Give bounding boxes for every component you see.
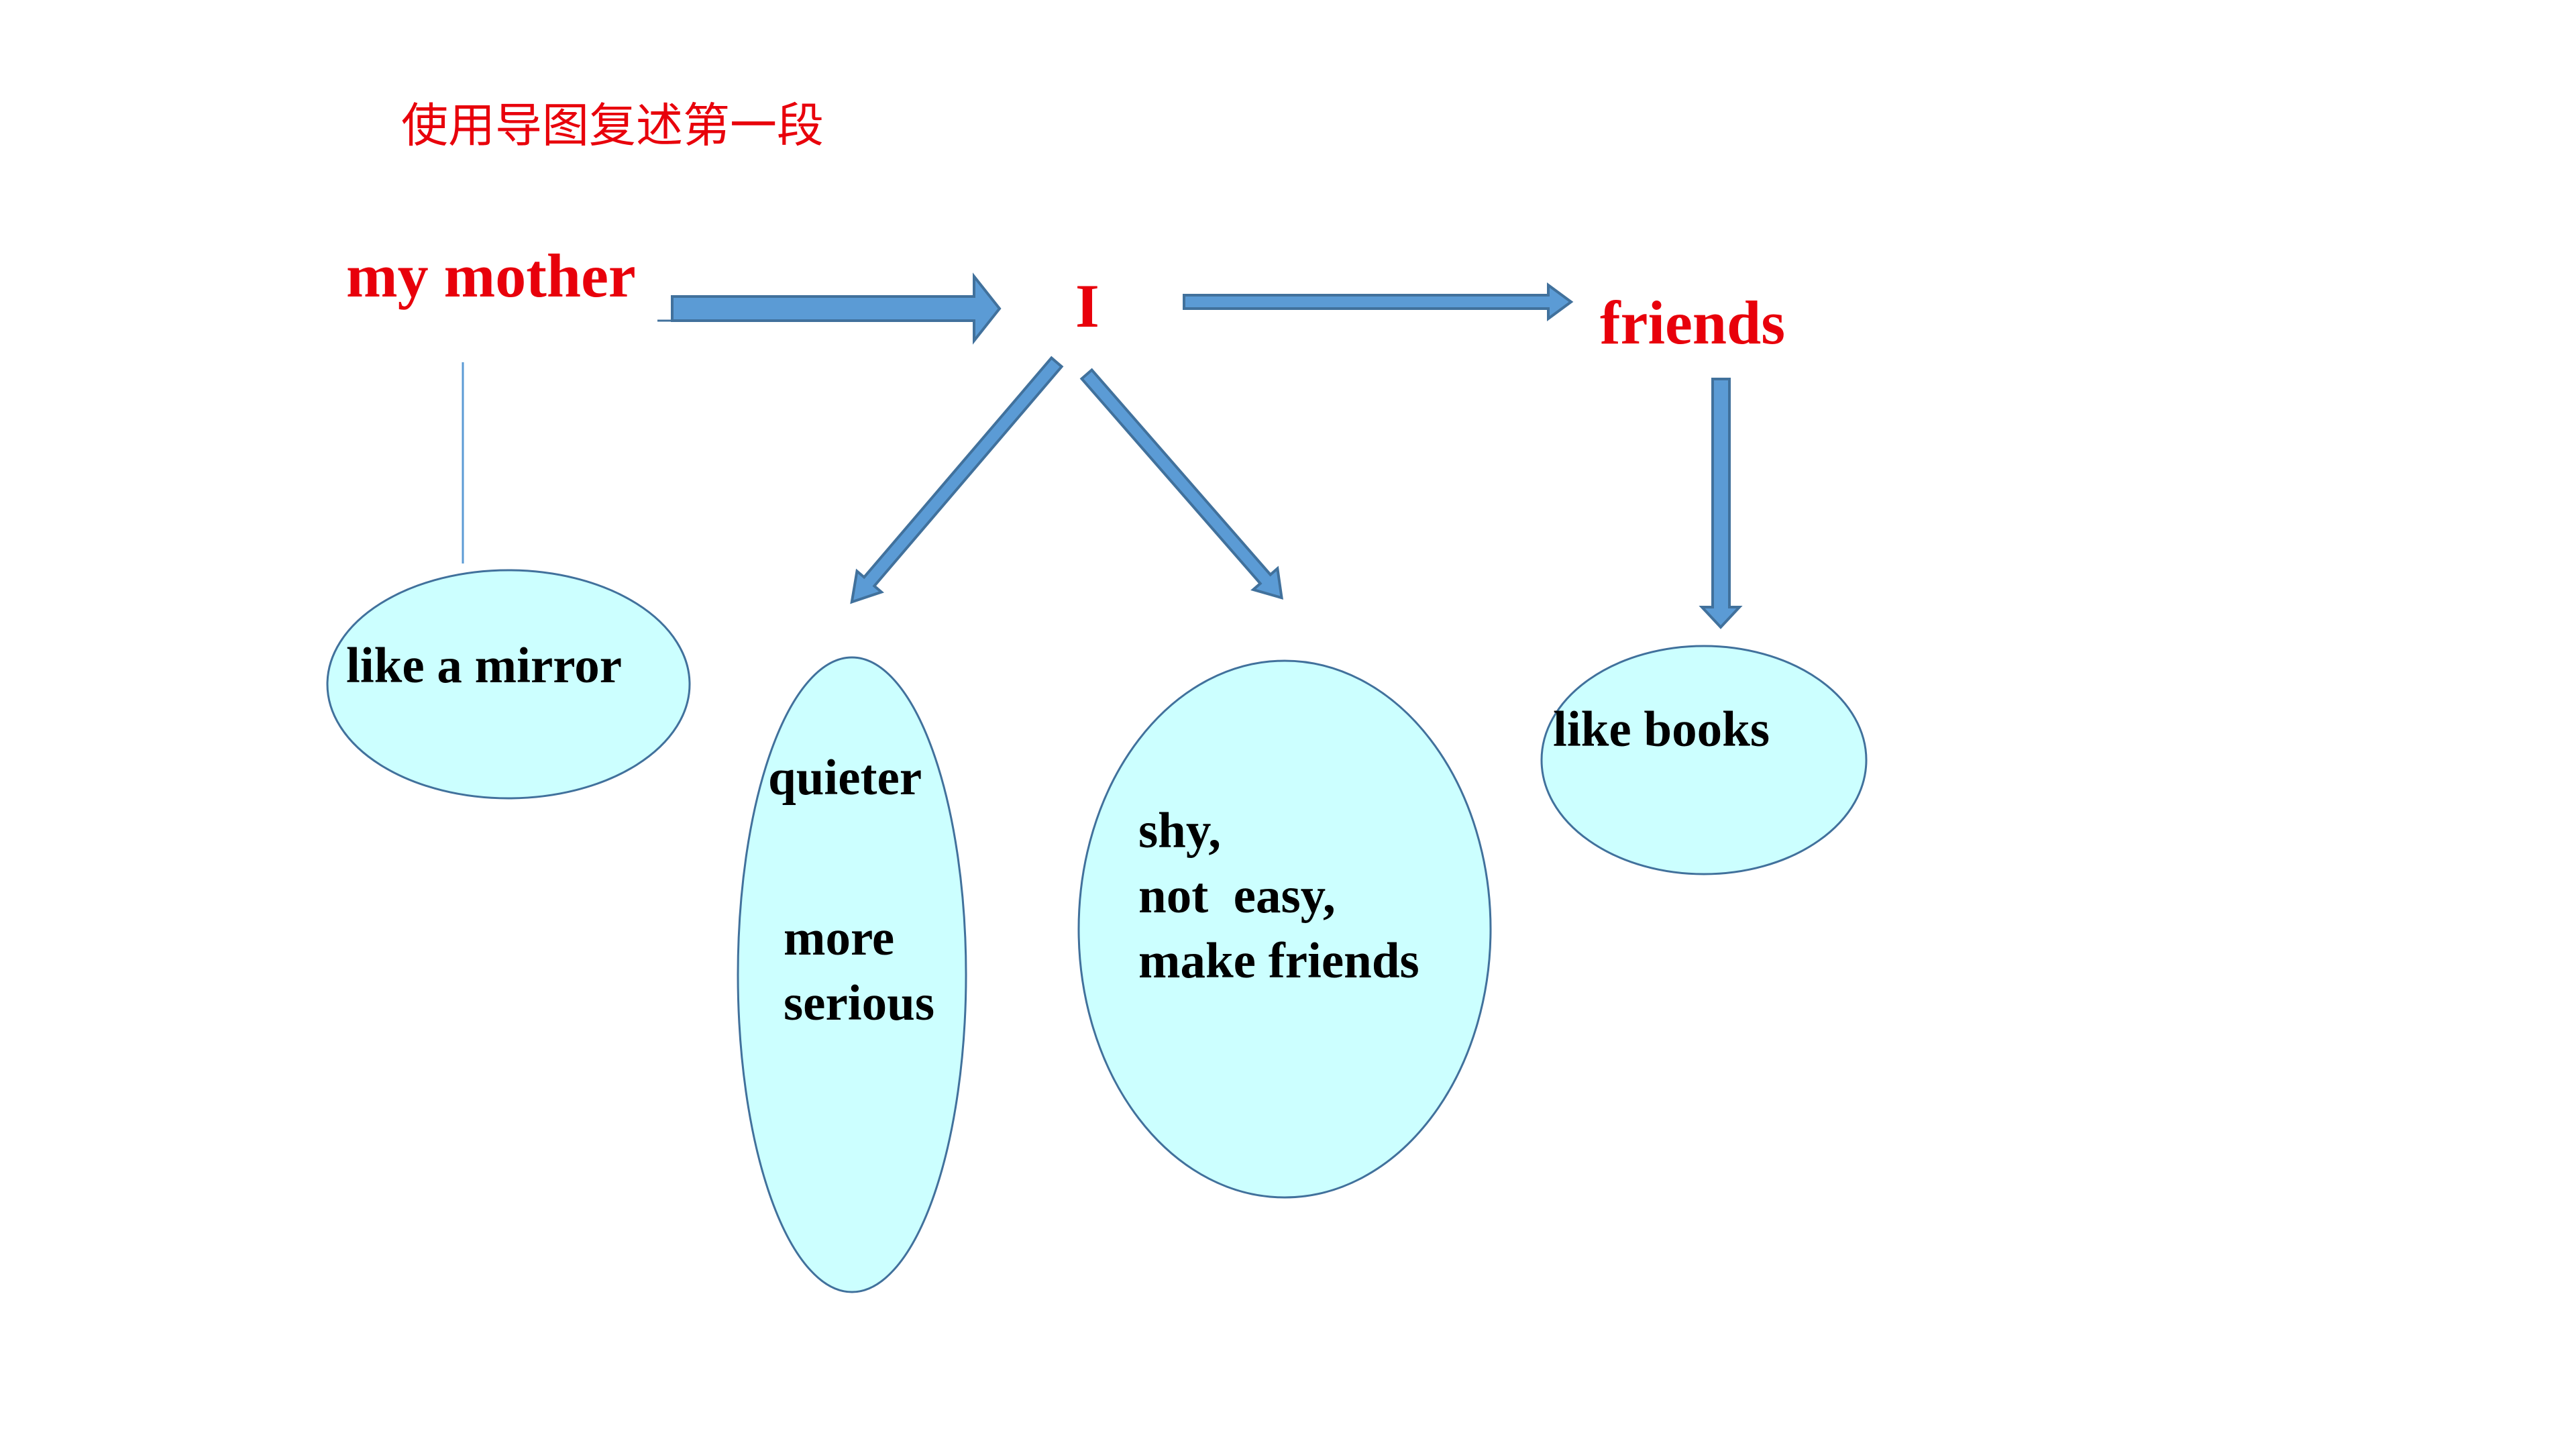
bubble-like-books [1540,645,1868,875]
node-i: I [1075,272,1099,340]
bubble-quieter-more-serious [737,656,967,1293]
node-friends: friends [1600,288,1785,357]
bubble-text-like-a-mirror: like a mirror [346,638,622,694]
bubble-text-like-books: like books [1553,702,1770,757]
bubble-text-more-serious: more serious [784,910,934,1031]
arrow-i-to-friends [1183,282,1574,321]
page-title: 使用导图复述第一段 [401,98,824,153]
bubble-shy [1077,659,1492,1199]
arrow-i-to-shy [1079,368,1283,600]
bubble-text-shy: shy, not easy, make friends [1138,803,1419,989]
arrow-friends-to-books [1699,378,1743,629]
arrow-i-to-quieter [850,356,1064,604]
node-my-mother: my mother [346,241,636,310]
arrow-mother-to-i [671,272,1002,345]
bubble-like-a-mirror [326,569,691,800]
bubble-text-quieter: quieter [768,750,922,806]
